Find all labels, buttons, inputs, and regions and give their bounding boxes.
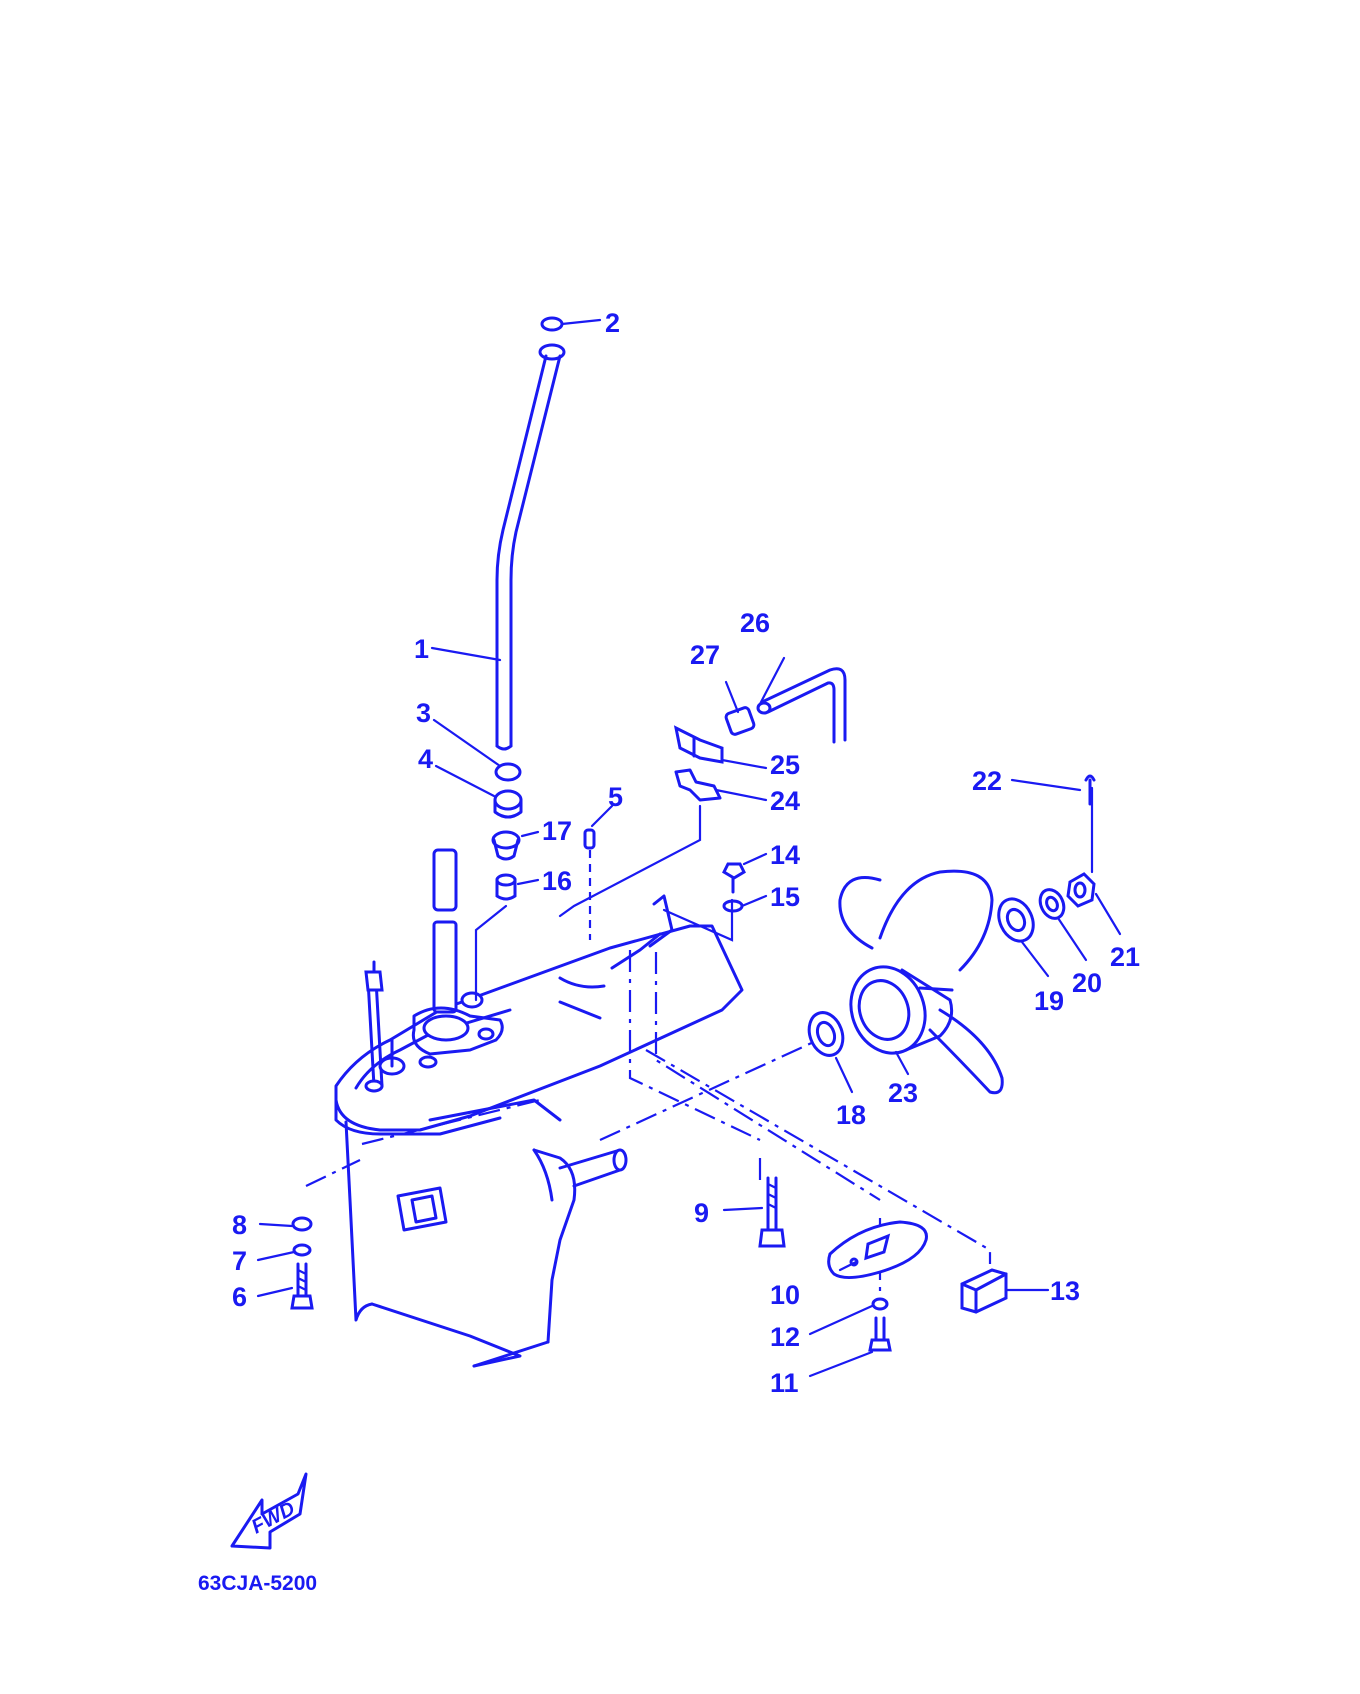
label-15: 15 <box>770 882 800 912</box>
label-2: 2 <box>605 308 620 338</box>
label-13: 13 <box>1050 1276 1080 1306</box>
label-7: 7 <box>232 1246 247 1276</box>
part-12-washer <box>871 1297 889 1311</box>
part-7-washer <box>292 1243 312 1257</box>
label-4: 4 <box>418 744 433 774</box>
part-3-seal <box>494 762 522 782</box>
part-20-washer <box>1038 888 1066 920</box>
part-24-clip <box>674 768 722 802</box>
part-1-water-tube <box>495 354 562 751</box>
label-6: 6 <box>232 1282 247 1312</box>
label-25: 25 <box>770 750 800 780</box>
part-14-bolt <box>722 862 746 894</box>
label-1: 1 <box>414 634 429 664</box>
fwd-arrow-icon: FWD <box>230 1472 308 1550</box>
part-22-cotter-pin <box>1084 774 1096 806</box>
diagram-code: 63CJA-5200 <box>198 1572 317 1595</box>
label-20: 20 <box>1072 968 1102 998</box>
part-19-spacer <box>997 897 1035 943</box>
label-27: 27 <box>690 640 720 670</box>
part-21-nut <box>1066 872 1096 908</box>
part-6-bolt <box>290 1262 314 1310</box>
part-16-collar <box>495 873 517 901</box>
label-21: 21 <box>1110 942 1140 972</box>
part-26-hose <box>760 667 847 744</box>
label-17: 17 <box>542 816 572 846</box>
label-11: 11 <box>770 1368 799 1398</box>
label-26: 26 <box>740 608 770 638</box>
label-23: 23 <box>888 1078 918 1108</box>
label-5: 5 <box>608 782 623 812</box>
part-labels: 2 1 3 4 17 16 5 26 27 25 24 14 15 22 21 … <box>232 308 1140 1398</box>
label-22: 22 <box>972 766 1002 796</box>
label-16: 16 <box>542 866 572 896</box>
label-18: 18 <box>836 1100 866 1130</box>
part-2-grommet <box>538 316 566 361</box>
part-25-nipple <box>673 725 724 764</box>
part-9-bolt <box>758 1176 786 1248</box>
lower-unit-housing <box>334 848 744 1368</box>
label-12: 12 <box>770 1322 800 1352</box>
label-24: 24 <box>770 786 800 816</box>
label-9: 9 <box>694 1198 709 1228</box>
label-19: 19 <box>1034 986 1064 1016</box>
label-14: 14 <box>770 840 800 870</box>
fwd-label: FWD <box>248 1498 299 1539</box>
label-10: 10 <box>770 1280 800 1310</box>
part-11-bolt <box>868 1316 892 1352</box>
part-13-anode <box>960 1268 1008 1314</box>
part-5-dowel <box>583 828 596 940</box>
part-17-bushing <box>491 830 521 861</box>
label-8: 8 <box>232 1210 247 1240</box>
part-27-fitting <box>724 701 772 736</box>
label-3: 3 <box>416 698 431 728</box>
part-8-washer <box>291 1216 313 1232</box>
part-23-propeller <box>838 869 1004 1095</box>
part-18-thrust-washer <box>807 1011 845 1057</box>
part-4-grommet <box>493 789 523 819</box>
leader-lines <box>256 318 1122 1378</box>
